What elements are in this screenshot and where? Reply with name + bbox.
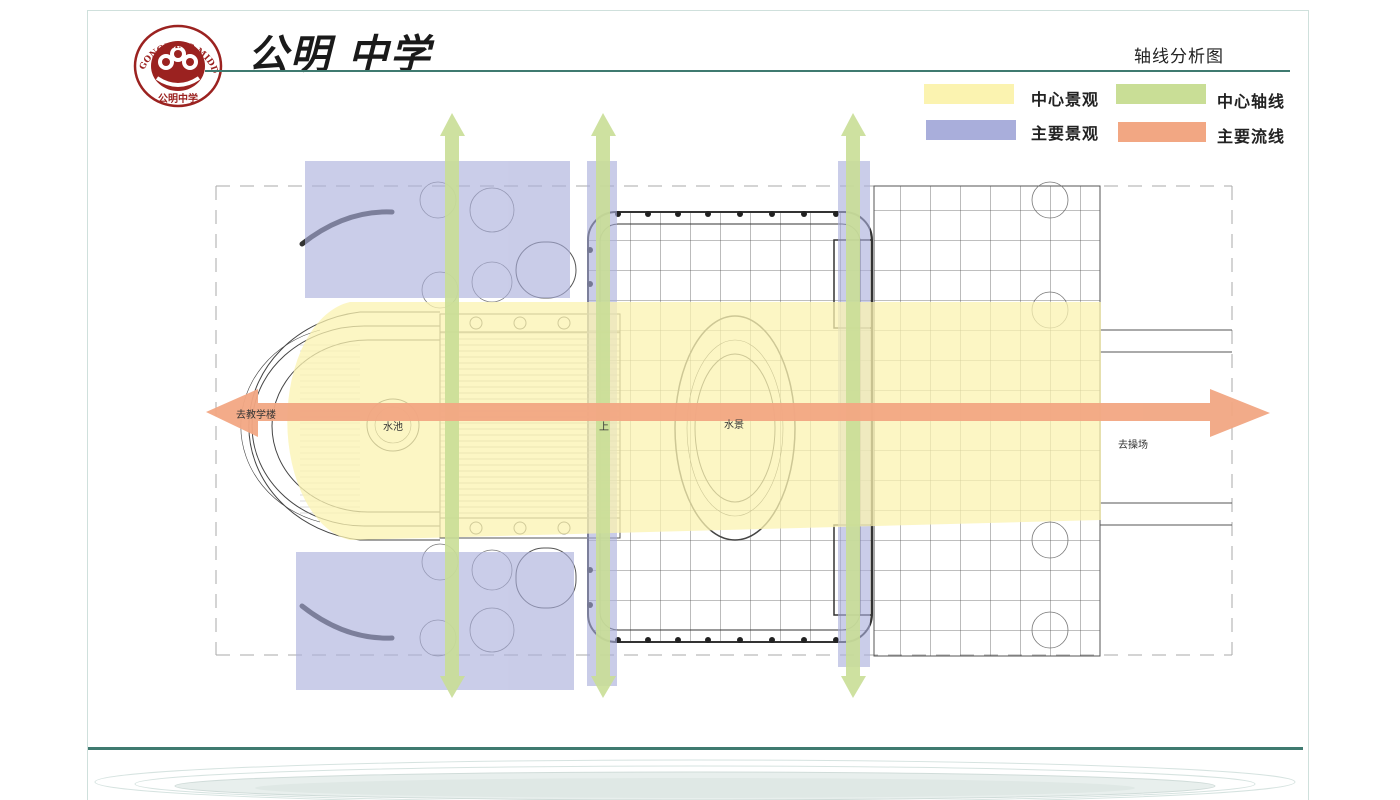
legend-label-main-landscape: 主要景观: [1031, 124, 1100, 143]
logo-chinese-text: 公明中学: [158, 92, 198, 105]
label-to-teaching-building: 去教学楼: [236, 410, 276, 421]
legend-swatch-main-landscape: [926, 120, 1016, 140]
legend-swatch-main-circulation: [1118, 122, 1206, 142]
legend-swatch-central-axis: [1116, 84, 1206, 104]
legend-label-main-circulation: 主要流线: [1217, 127, 1286, 146]
page-title: 轴线分析图: [1134, 47, 1224, 67]
label-pool: 水池: [383, 422, 403, 433]
footer-decoration: [94, 759, 1296, 800]
legend-label-central-axis: 中心轴线: [1217, 92, 1286, 111]
legend-label-central-landscape: 中心景观: [1031, 90, 1100, 109]
main-circulation-arrow: [206, 389, 1270, 437]
label-fountain: 水景: [724, 420, 744, 431]
label-stair-mark: 上: [599, 422, 609, 433]
page-frame: [87, 10, 1309, 800]
footer-divider: [88, 747, 1303, 750]
header-divider: [205, 70, 1290, 72]
legend-swatch-central-landscape: [924, 84, 1014, 104]
school-logo: GONGMING MIDDLE SCHOOL 公明中学: [133, 24, 223, 108]
label-to-playground: 去操场: [1118, 440, 1148, 451]
